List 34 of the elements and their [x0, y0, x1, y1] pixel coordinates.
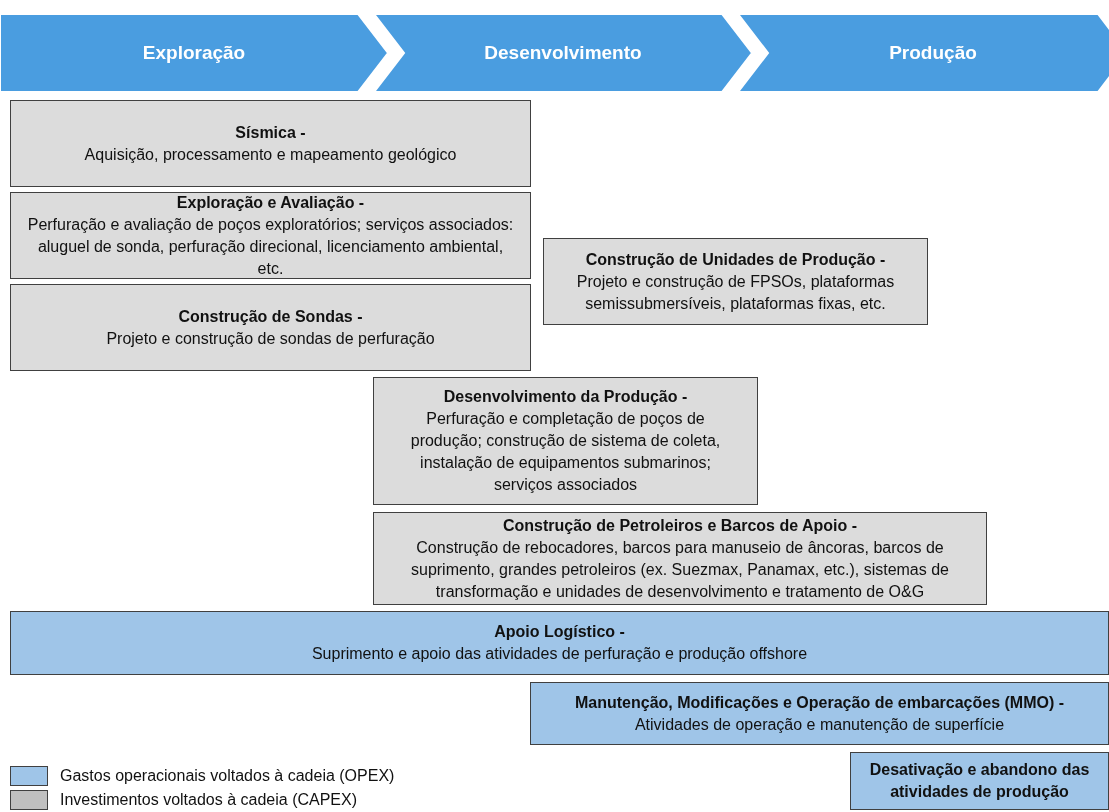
activity-description: Atividades de operação e manutenção de superfície	[634, 714, 1005, 735]
activity-box	[10, 611, 1109, 675]
phase-label: Desenvolvimento	[484, 40, 642, 65]
activity-description: Projeto e construção de FPSOs, plataformas semissubmersíveis, plataformas fixas, etc.	[575, 271, 896, 314]
activity-description: Perfuração e avaliação de poços exploratórios; serviços associados: aluguel de sonda, perfuração direcional, licenciamento ambiental, etc.	[27, 214, 514, 279]
activity-title: Construção de Unidades de Produção -	[585, 249, 886, 270]
activity-description: Aquisição, processamento e mapeamento geológico	[84, 144, 457, 165]
activity-box	[373, 377, 758, 505]
activity-title: Desenvolvimento da Produção -	[443, 387, 688, 407]
activity-description: Construção de rebocadores, barcos para manuseio de âncoras, barcos de suprimento, grandes petroleiros (ex. Suezmax, Panamax, etc.), sistemas de transformação e unidades de desenvolvimento e tratamento de O&G	[410, 537, 950, 602]
activity-box	[530, 682, 1109, 745]
activity-box	[10, 192, 531, 279]
activity-title: Apoio Logístico -	[494, 622, 625, 642]
legend-label: Gastos operacionais voltados à cadeia (OPEX)	[60, 766, 395, 786]
phase-banner	[374, 14, 752, 92]
activity-box	[10, 100, 531, 187]
activity-title: Construção de Sondas -	[178, 306, 363, 327]
phase-banner	[0, 14, 388, 92]
activity-box	[373, 512, 987, 605]
activity-description: Perfuração e completação de poços de produção; construção de sistema de coleta, instalação de equipamentos submarinos; serviços associados	[409, 409, 722, 495]
activity-title: Desativação e abandono das atividades de produção	[868, 760, 1091, 802]
activity-title: Construção de Petroleiros e Barcos de Apoio -	[502, 515, 858, 536]
activity-title: Exploração e Avaliação -	[176, 192, 365, 213]
activity-box	[543, 238, 928, 325]
legend-label: Investimentos voltados à cadeia (CAPEX)	[60, 790, 358, 810]
phase-label: Exploração	[142, 40, 246, 65]
activity-box	[10, 284, 531, 371]
phase-banner	[738, 14, 1109, 92]
activity-description: Suprimento e apoio das atividades de perfuração e produção offshore	[311, 644, 808, 664]
phase-label: Produção	[889, 40, 977, 65]
activity-box	[850, 752, 1109, 810]
activity-description: Projeto e construção de sondas de perfuração	[106, 328, 435, 349]
activity-title: Sísmica -	[235, 122, 306, 143]
activity-title: Manutenção, Modificações e Operação de embarcações (MMO) -	[575, 692, 1064, 713]
